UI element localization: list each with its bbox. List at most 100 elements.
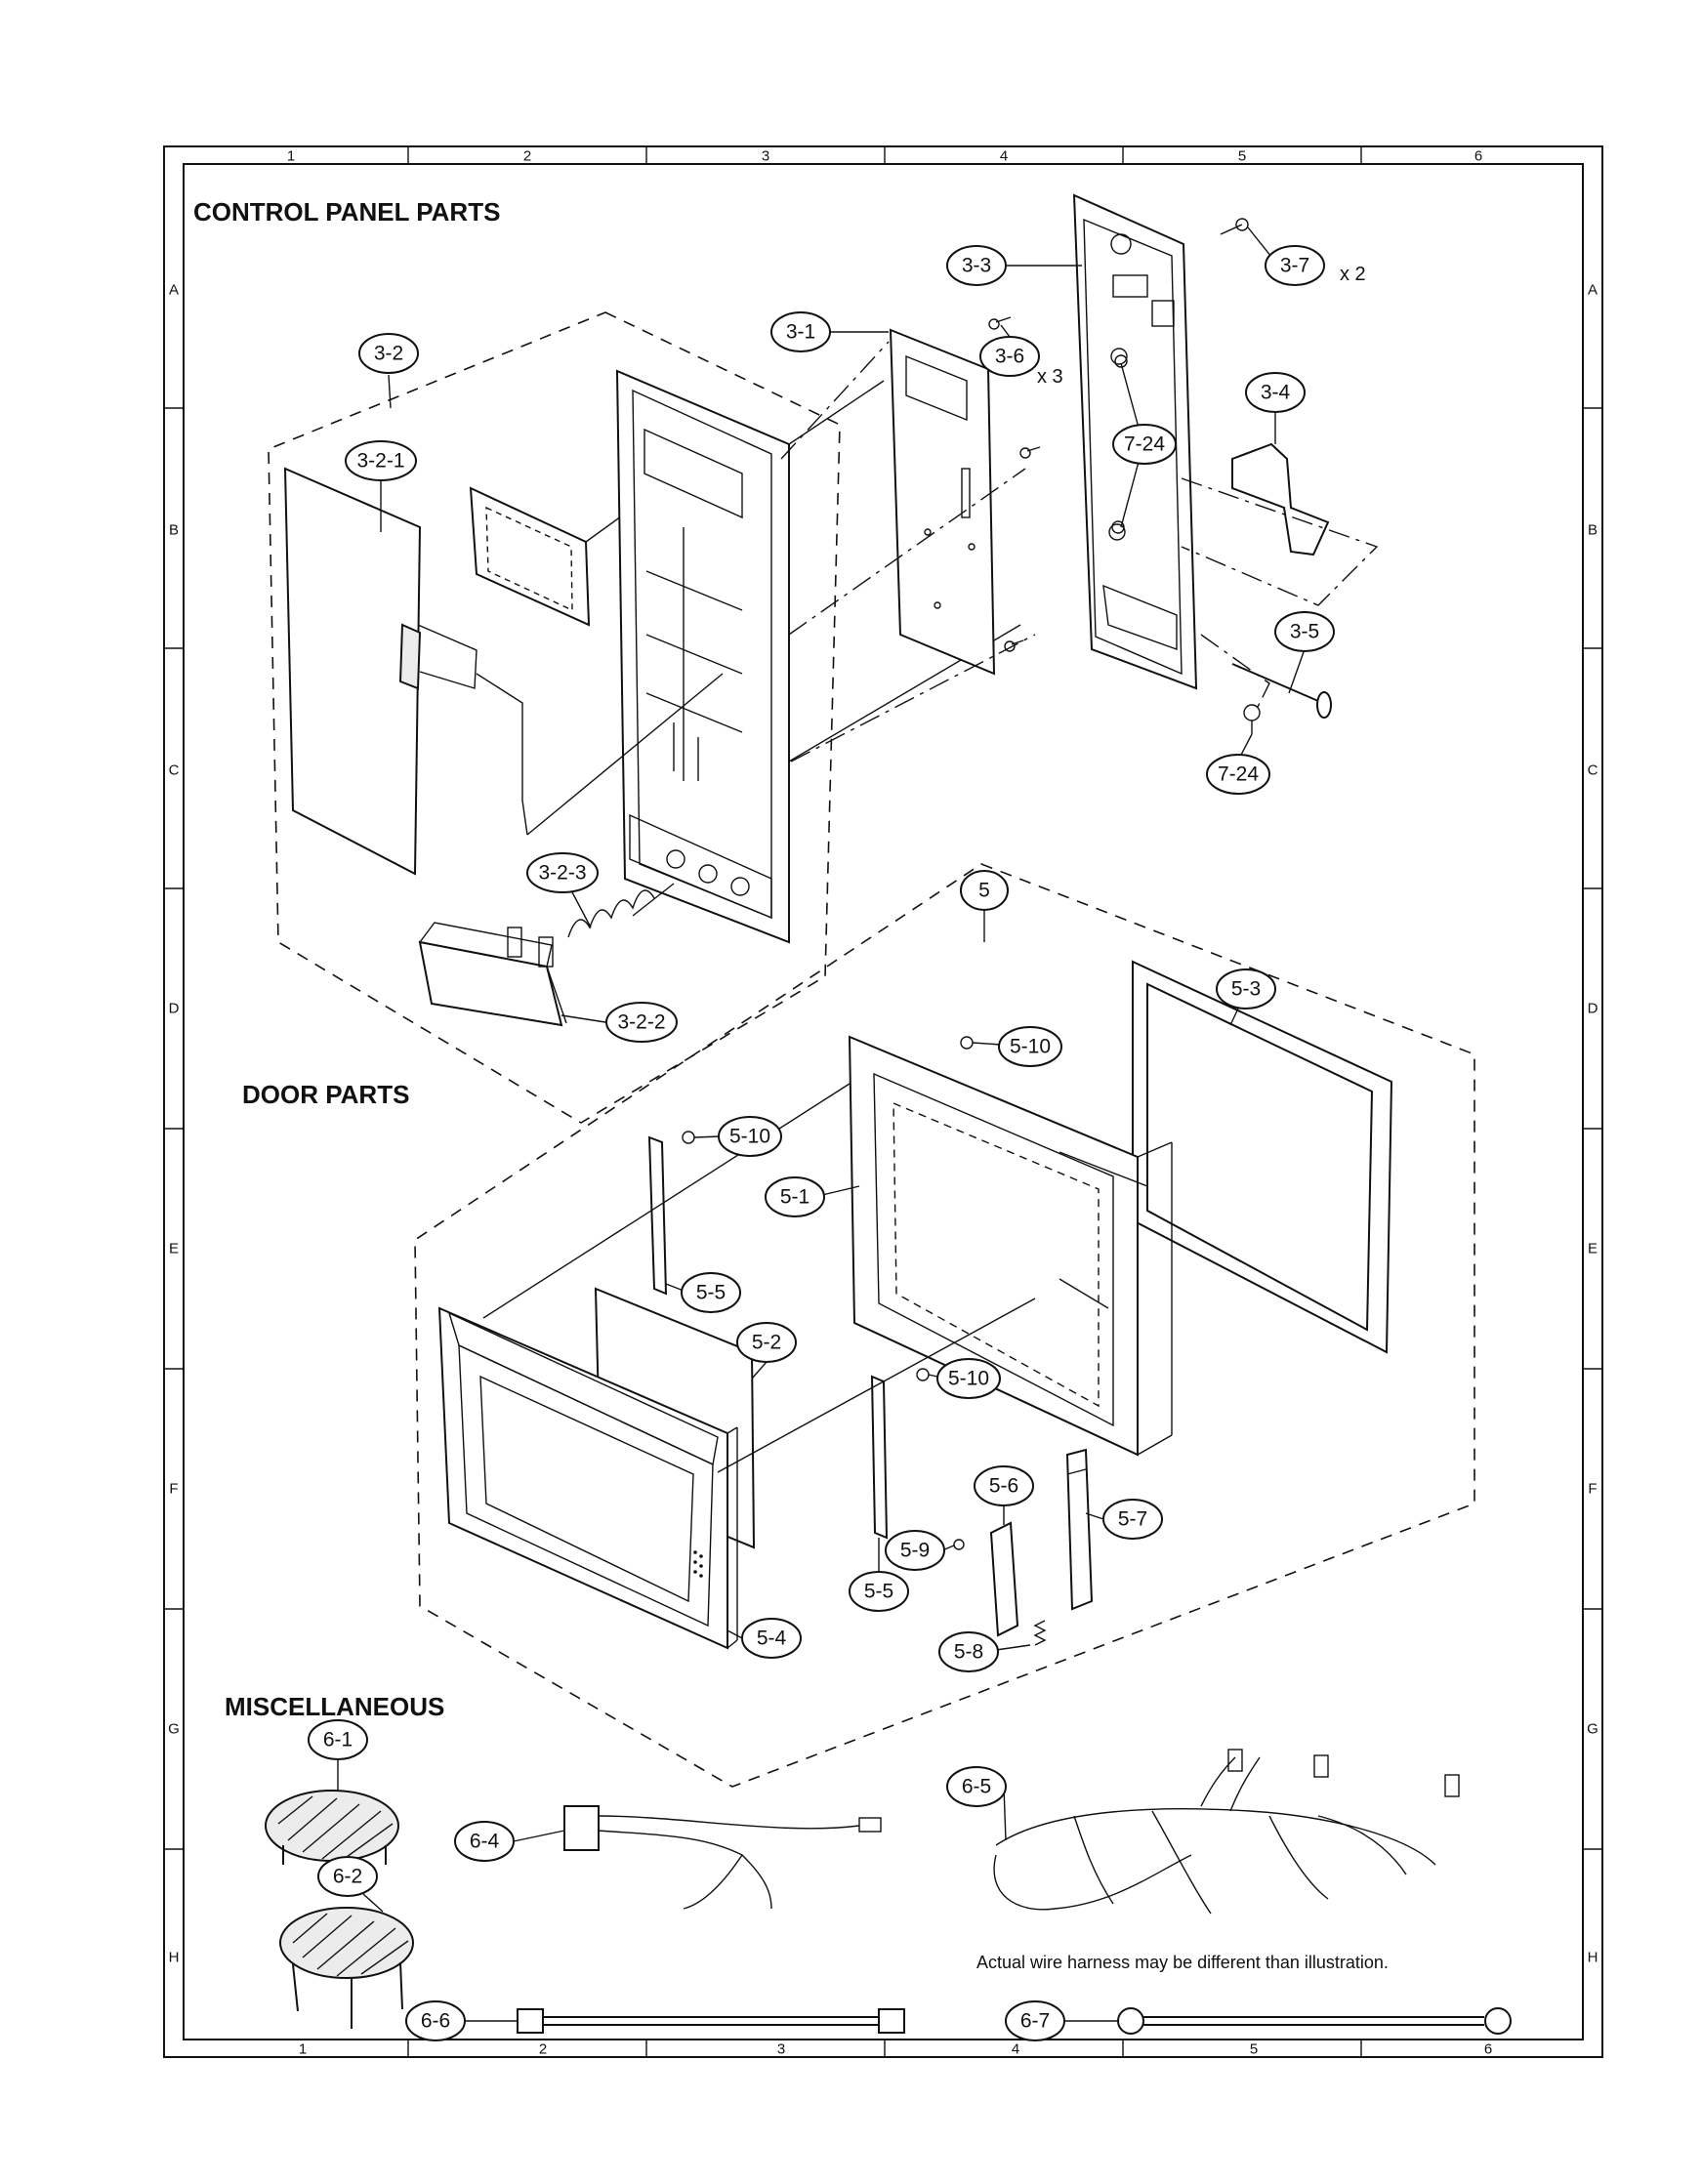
grid-row-a-right: A <box>1588 282 1598 299</box>
svg-text:3-6: 3-6 <box>995 346 1024 368</box>
part-6-1-rack-short <box>265 1790 399 1884</box>
part-3-2-1-panel-sheet <box>283 467 528 876</box>
svg-text:3-7: 3-7 <box>1280 255 1309 277</box>
part-5-5-hinge-right <box>870 1375 889 1540</box>
callout-5-7: 5-7 <box>1102 1499 1163 1540</box>
part-5-7-latch-hook <box>1065 1448 1094 1611</box>
callout-5-2: 5-2 <box>736 1322 797 1363</box>
svg-text:5-1: 5-1 <box>780 1186 809 1209</box>
callout-6-4: 6-4 <box>454 1821 515 1862</box>
svg-text:6-1: 6-1 <box>323 1729 353 1751</box>
callout-7-24-a: 7-24 <box>1112 424 1177 465</box>
part-5-8-spring <box>1033 1620 1047 1646</box>
svg-text:6-5: 6-5 <box>962 1776 991 1798</box>
part-6-6-wire-lead <box>517 2008 905 2034</box>
screws-7-24 <box>1108 348 1261 734</box>
grid-row-c-right: C <box>1588 762 1598 779</box>
callout-5-10-c: 5-10 <box>936 1358 1001 1399</box>
grid-row-d-right: D <box>1588 1001 1598 1017</box>
grid-col-1-top: 1 <box>287 148 295 165</box>
callout-5-9: 5-9 <box>885 1530 945 1571</box>
svg-text:3-4: 3-4 <box>1261 382 1291 404</box>
screws-3-6 <box>988 316 1041 652</box>
grid-row-f-left: F <box>169 1481 178 1498</box>
callout-3-6: 3-6 <box>979 336 1040 377</box>
grid-col-6-bottom: 6 <box>1484 2041 1492 2058</box>
grid-col-3-bottom: 3 <box>777 2041 785 2058</box>
grid-col-2-top: 2 <box>523 148 531 165</box>
part-6-2-rack-tall <box>279 1907 414 2029</box>
section-title-control-panel: CONTROL PANEL PARTS <box>193 197 500 227</box>
callout-3-2: 3-2 <box>358 333 419 374</box>
grid-col-1-bottom: 1 <box>299 2041 307 2058</box>
callout-5-10-b: 5-10 <box>718 1116 782 1157</box>
svg-text:3-2-1: 3-2-1 <box>356 450 404 473</box>
screw-5-9 <box>953 1539 965 1550</box>
grid-row-c-left: C <box>169 762 180 779</box>
grid-col-3-top: 3 <box>762 148 769 165</box>
callout-5-5-a: 5-5 <box>681 1272 741 1313</box>
callout-7-24-b: 7-24 <box>1206 754 1270 795</box>
part-3-2-3-spring <box>567 883 675 938</box>
callout-6-5: 6-5 <box>946 1766 1007 1807</box>
callout-5-6: 5-6 <box>974 1465 1034 1506</box>
svg-text:6-2: 6-2 <box>333 1866 362 1888</box>
part-5-1-door-panel <box>848 1035 1173 1457</box>
callout-6-1: 6-1 <box>308 1719 368 1760</box>
callout-3-1: 3-1 <box>770 311 831 352</box>
callout-3-4: 3-4 <box>1245 372 1306 413</box>
svg-text:7-24: 7-24 <box>1124 433 1165 456</box>
svg-text:5-5: 5-5 <box>864 1581 893 1603</box>
part-3-2-control-panel-frame <box>526 369 1021 944</box>
callout-5-3: 5-3 <box>1216 968 1276 1010</box>
control-panel-assembly-outline <box>268 311 841 1124</box>
part-3-5-shaft <box>1231 663 1332 719</box>
svg-text:6-4: 6-4 <box>470 1831 500 1853</box>
grid-col-4-top: 4 <box>1000 148 1008 165</box>
door-assembly-outline <box>414 863 1475 1788</box>
alignment-lines-door <box>482 1083 1148 1473</box>
svg-text:5: 5 <box>978 880 990 902</box>
svg-text:7-24: 7-24 <box>1218 763 1259 786</box>
grid-col-2-bottom: 2 <box>539 2041 547 2058</box>
grid-row-d-left: D <box>169 1001 180 1017</box>
callout-6-2: 6-2 <box>317 1856 378 1897</box>
grid-row-h-right: H <box>1588 1950 1598 1966</box>
svg-text:6-6: 6-6 <box>421 2010 450 2033</box>
svg-text:3-5: 3-5 <box>1290 621 1319 643</box>
section-title-door: DOOR PARTS <box>242 1080 409 1109</box>
part-6-4-wire-lead <box>563 1805 882 1910</box>
svg-text:5-6: 5-6 <box>989 1475 1018 1498</box>
svg-text:3-2-2: 3-2-2 <box>617 1011 665 1034</box>
callout-6-6: 6-6 <box>405 2000 466 2041</box>
part-6-7-ground-wire <box>1117 2007 1512 2035</box>
grid-row-g-left: G <box>168 1721 180 1738</box>
grid-row-e-right: E <box>1588 1241 1598 1257</box>
grid-row-a-left: A <box>169 282 179 299</box>
callout-3-2-3: 3-2-3 <box>526 852 599 893</box>
svg-text:5-7: 5-7 <box>1118 1508 1147 1531</box>
svg-text:6-7: 6-7 <box>1020 2010 1050 2033</box>
svg-text:3-2-3: 3-2-3 <box>538 862 586 885</box>
svg-text:5-4: 5-4 <box>757 1628 787 1650</box>
callout-leaders <box>337 227 1306 2022</box>
svg-text:5-2: 5-2 <box>752 1332 781 1354</box>
svg-text:5-8: 5-8 <box>954 1641 983 1664</box>
svg-text:3-1: 3-1 <box>786 321 815 344</box>
part-5-5-hinge-left <box>647 1135 668 1296</box>
svg-text:5-10: 5-10 <box>1010 1036 1051 1058</box>
grid-col-5-bottom: 5 <box>1250 2041 1258 2058</box>
callout-3-5: 3-5 <box>1274 611 1335 652</box>
callout-5-1: 5-1 <box>765 1176 825 1217</box>
grid-row-b-right: B <box>1588 522 1598 539</box>
quantity-3-6: x 3 <box>1037 366 1063 388</box>
svg-text:3-3: 3-3 <box>962 255 991 277</box>
drawing-frame: 1 2 3 4 5 6 1 2 3 4 5 6 A B C D E F G H … <box>163 145 1603 2058</box>
grid-col-5-top: 5 <box>1238 148 1246 165</box>
callout-3-2-2: 3-2-2 <box>605 1002 678 1043</box>
grid-row-h-left: H <box>169 1950 180 1966</box>
grid-col-6-top: 6 <box>1474 148 1482 165</box>
part-5-4-door-frame <box>437 1306 738 1650</box>
part-3-2-2-release-button <box>418 922 567 1027</box>
